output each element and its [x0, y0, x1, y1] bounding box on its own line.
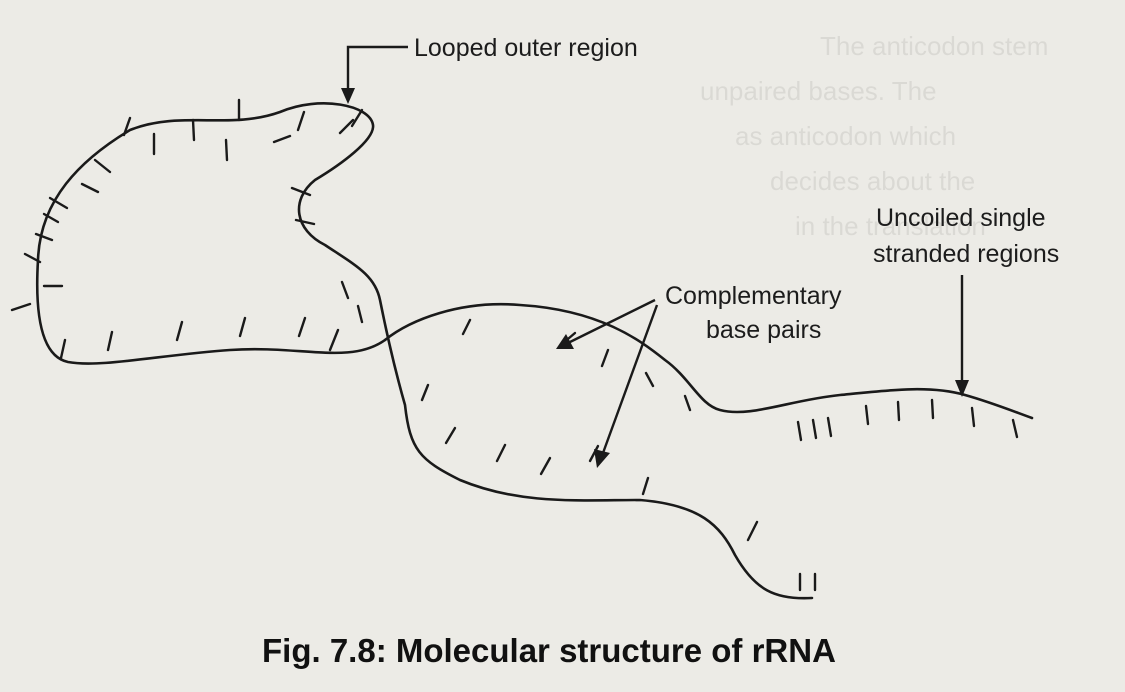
- base-tick: [539, 456, 552, 476]
- base-tick: [641, 476, 650, 496]
- base-tick: [296, 110, 306, 132]
- svg-text:in the translation: in the translation: [795, 211, 986, 241]
- complementary-label-line2: base pairs: [706, 316, 821, 344]
- base-tick: [444, 426, 457, 445]
- base-ticks: [10, 98, 1019, 592]
- base-tick: [930, 398, 935, 420]
- svg-text:The anticodon stem: The anticodon stem: [820, 31, 1048, 61]
- base-tick: [644, 371, 655, 388]
- uncoiled-label-line1: Uncoiled single: [876, 204, 1046, 232]
- labels: Looped outer region Uncoiled single stra…: [414, 34, 1059, 344]
- base-tick: [191, 118, 196, 142]
- base-tick: [588, 444, 600, 463]
- base-tick: [297, 316, 307, 338]
- looped-region-arrowhead: [341, 88, 355, 104]
- base-tick: [122, 116, 132, 137]
- base-tick: [350, 108, 364, 128]
- base-tick: [796, 420, 803, 442]
- svg-text:as anticodon which: as anticodon which: [735, 121, 956, 151]
- figure-caption: Fig. 7.8: Molecular structure of rRNA: [262, 632, 836, 669]
- base-tick: [106, 330, 114, 352]
- base-tick: [600, 348, 610, 368]
- loop-strand: [35, 102, 814, 600]
- base-tick: [811, 418, 818, 440]
- base-tick: [356, 304, 364, 324]
- base-tick: [461, 318, 472, 336]
- base-tick: [420, 383, 430, 402]
- base-tick: [338, 118, 355, 135]
- complementary-arrowhead-lower: [594, 449, 610, 468]
- bleed-through-text: The anticodon stem unpaired bases. The a…: [700, 31, 1048, 241]
- base-tick: [340, 280, 350, 300]
- base-tick: [970, 406, 976, 428]
- looped-region-label: Looped outer region: [414, 34, 638, 62]
- base-tick: [272, 134, 292, 144]
- base-tick: [80, 182, 100, 194]
- complementary-label-line1: Complementary: [665, 282, 842, 310]
- base-tick: [34, 232, 54, 242]
- looped-region-arrow: [346, 45, 408, 90]
- base-tick: [746, 520, 759, 542]
- base-tick: [93, 158, 112, 174]
- base-tick: [328, 328, 340, 352]
- base-tick: [1011, 418, 1019, 439]
- uncoiled-label-line2: stranded regions: [873, 240, 1059, 268]
- base-tick: [238, 316, 247, 338]
- complementary-arrow-lower: [601, 304, 659, 454]
- base-tick: [10, 302, 32, 312]
- base-tick: [59, 338, 67, 360]
- callout-arrows: [341, 45, 969, 468]
- svg-text:decides about the: decides about the: [770, 166, 975, 196]
- base-tick: [175, 320, 184, 342]
- base-tick: [294, 218, 316, 226]
- uncoiled-arrowhead: [955, 380, 969, 397]
- base-tick: [48, 196, 69, 210]
- complementary-arrow-upper: [569, 298, 656, 344]
- base-tick: [683, 394, 692, 412]
- base-tick: [224, 138, 229, 162]
- svg-text:unpaired bases. The: unpaired bases. The: [700, 76, 937, 106]
- base-tick: [23, 252, 42, 264]
- base-tick: [290, 186, 312, 197]
- complementary-arrowhead-upper: [556, 334, 574, 349]
- base-tick: [42, 212, 60, 224]
- base-tick: [826, 416, 833, 438]
- base-tick: [864, 404, 870, 426]
- base-tick: [495, 443, 507, 463]
- base-tick: [896, 400, 901, 422]
- crossing-strand: [383, 302, 1034, 420]
- rna-strands: [35, 102, 1034, 600]
